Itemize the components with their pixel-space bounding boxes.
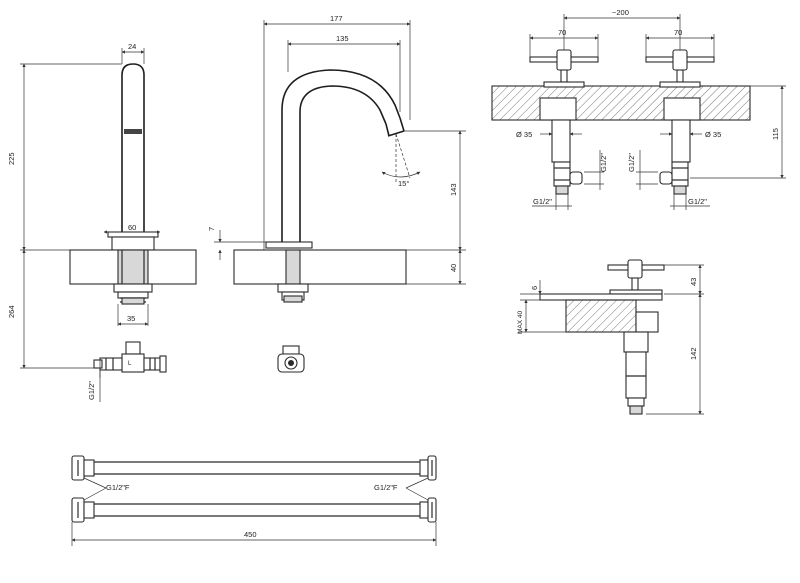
- valve-side-detail: 43 142 6 MAX 40: [517, 259, 704, 415]
- dim-spout-reach-total: 177: [330, 14, 343, 23]
- detail-valve-body: [623, 331, 649, 353]
- side-deck-section: [233, 249, 407, 285]
- spout-column-outline: [121, 63, 145, 232]
- shank-in-deck: [117, 249, 149, 285]
- dim-hose-thread-left: G1/2"F: [106, 483, 130, 492]
- handles-section-view: ~200 70 70 Ø 35 Ø 35 G1/2" G1/2" G1: [491, 8, 786, 210]
- detail-valve-shank: [625, 351, 647, 399]
- spout-inner-curve: [299, 85, 387, 242]
- left-rosette: [543, 81, 585, 88]
- svg-text:L: L: [128, 361, 132, 367]
- dim-base-plate-thickness: 7: [207, 227, 216, 231]
- dim-base-height: 40: [449, 264, 458, 272]
- dim-base-width: 60: [128, 223, 136, 232]
- dim-valve-outlet-right: G1/2": [688, 197, 707, 206]
- dim-max-deck-thickness: MAX 40: [517, 310, 524, 334]
- side-shank: [285, 249, 301, 285]
- right-valve-lower: [671, 161, 689, 187]
- right-handle-hub: [672, 49, 688, 71]
- left-valve-lower: [553, 161, 571, 187]
- left-outlet-fitting: [569, 171, 583, 185]
- left-valve-body: [539, 97, 577, 121]
- left-valve-shank: [551, 119, 571, 163]
- dim-handle-offset: 6: [530, 286, 539, 290]
- right-outlet-fitting: [659, 171, 673, 185]
- detail-base-plate: [539, 293, 663, 301]
- dim-below-deck: 264: [7, 305, 16, 318]
- left-handle: [529, 49, 599, 195]
- nut-thread: [117, 291, 149, 299]
- dim-handle-height: 43: [689, 278, 698, 286]
- dim-valve-total-depth: 142: [689, 347, 698, 360]
- dim-spout-height: 225: [7, 152, 16, 165]
- dim-spout-width: 24: [128, 42, 136, 51]
- right-handle: [645, 49, 715, 195]
- hatched-deck: [491, 85, 751, 121]
- spout-outer-curve: [281, 69, 401, 242]
- left-handle-hub: [556, 49, 572, 71]
- detail-hatched-deck: [565, 299, 637, 333]
- tee-connector: L: [93, 341, 167, 373]
- spout-outlet: [387, 130, 405, 137]
- spout-front-view: L 24 225 264 60 35 G1/2": [7, 42, 197, 402]
- spout-tip-inner: [385, 123, 390, 137]
- dim-valve-depth: 115: [771, 128, 780, 140]
- right-valve-body: [663, 97, 701, 121]
- hose-top: [71, 455, 437, 481]
- hose-bottom: [71, 497, 437, 523]
- hoses-view: G1/2"F G1/2"F 450: [71, 455, 437, 546]
- base-ring: [111, 236, 155, 251]
- detail-handle-hub: [627, 259, 643, 279]
- base-collar: [107, 231, 159, 238]
- spout-tip-outer: [399, 117, 405, 132]
- spout-side-view: 177 135 7 143 40 15°: [207, 14, 466, 373]
- dim-outlet-height: 143: [449, 183, 458, 196]
- dim-valve-thread-right: G1/2": [627, 153, 636, 172]
- mounting-nut: [113, 283, 153, 293]
- side-inlet-fitting: [277, 345, 305, 373]
- dim-valve-outlet-left: G1/2": [533, 197, 552, 206]
- dim-hose-thread-right: G1/2"F: [374, 483, 398, 492]
- right-rosette: [659, 81, 701, 88]
- dim-handle-width-right: 70: [674, 28, 682, 37]
- side-base-plate: [265, 241, 313, 249]
- dim-handle-spacing: ~200: [612, 8, 629, 17]
- dim-valve-diameter-right: Ø 35: [705, 130, 721, 139]
- dim-spout-reach-outlet: 135: [336, 34, 349, 43]
- aerator-icon: [124, 129, 142, 134]
- dim-shank-width: 35: [127, 314, 135, 323]
- dim-valve-diameter-left: Ø 35: [516, 130, 532, 139]
- dim-inlet-thread: G1/2": [87, 381, 96, 400]
- dim-valve-thread-left: G1/2": [599, 153, 608, 172]
- right-valve-shank: [671, 119, 691, 163]
- dim-hose-length: 450: [244, 530, 257, 539]
- dim-handle-width-left: 70: [558, 28, 566, 37]
- dim-outlet-angle: 15°: [398, 179, 409, 188]
